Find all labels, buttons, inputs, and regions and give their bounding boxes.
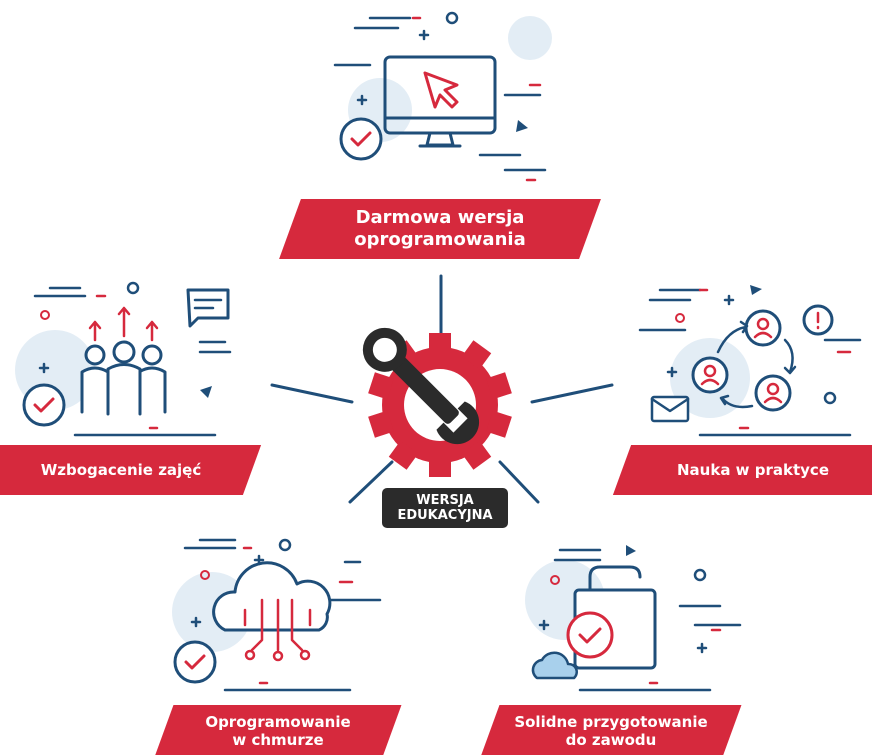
banner-label: Wzbogacenie zajęć <box>40 461 202 479</box>
monitor-cursor-icon <box>333 11 552 182</box>
banner-label-line1: Oprogramowanie <box>205 713 351 731</box>
cloud-circuit-icon <box>172 538 382 692</box>
people-growth-icon <box>15 281 232 437</box>
gear-tooth <box>368 410 394 438</box>
connector-right <box>530 383 614 404</box>
gear-tooth <box>486 372 512 400</box>
edition-badge: WERSJA EDUKACYJNA <box>382 488 508 528</box>
gear-tooth <box>368 372 394 400</box>
gear-wrench-icon <box>362 327 512 477</box>
banner-label-line1: Solidne przygotowanie <box>514 713 708 731</box>
badge-line2: EDUKACYJNA <box>397 508 493 523</box>
connector-left <box>270 383 354 404</box>
gear-tooth <box>429 333 451 353</box>
banner-practice-learning: Nauka w praktyce <box>612 445 872 495</box>
connector-bottom-left <box>348 460 394 504</box>
people-cycle-icon <box>638 285 862 437</box>
banner-label-line2: do zawodu <box>565 731 657 749</box>
badge-line1: WERSJA <box>416 493 474 508</box>
connector-lines <box>270 274 614 504</box>
banner-label-line1: Darmowa wersja <box>355 207 525 229</box>
gear-tooth <box>486 410 512 438</box>
banner-label-line2: w chmurze <box>232 731 324 749</box>
banner-enrich-classes: Wzbogacenie zajęć <box>0 445 262 495</box>
connector-bottom-right <box>498 460 540 504</box>
banner-label-line2: oprogramowania <box>354 229 526 250</box>
banner-label: Nauka w praktyce <box>677 461 829 479</box>
certificate-icon <box>525 545 742 692</box>
gear-tooth <box>461 340 492 370</box>
gear-tooth <box>388 440 419 470</box>
gear-tooth <box>461 440 492 470</box>
gear-tooth <box>429 457 451 477</box>
